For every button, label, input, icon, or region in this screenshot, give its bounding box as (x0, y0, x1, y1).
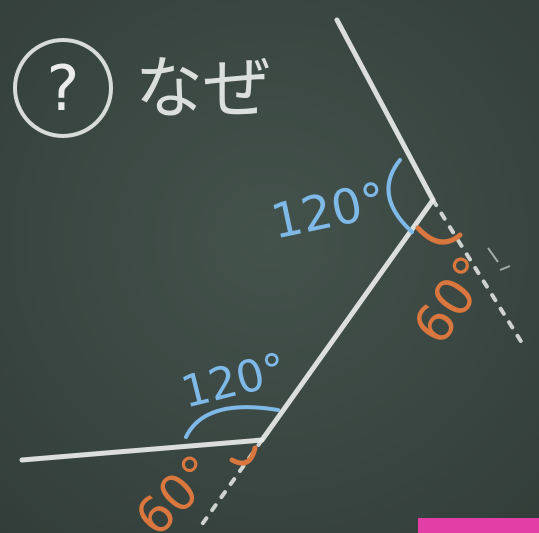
pink-object (418, 518, 539, 533)
top-segment (334, 17, 436, 203)
chalk-tick-marks (487, 247, 511, 271)
question-circle (13, 38, 113, 138)
lower-120-arc (184, 405, 280, 439)
upper-120-arc (386, 158, 414, 234)
chalk-lines (19, 17, 436, 463)
upper-60-arc (415, 225, 463, 245)
middle-segment (259, 197, 436, 443)
bottom-segment (19, 437, 265, 463)
blue-arcs (184, 158, 414, 439)
orange-arcs (229, 225, 463, 466)
upper-extension (431, 198, 524, 345)
heading-naze: なぜ (135, 50, 271, 129)
lower-60-arc (229, 445, 258, 466)
question-mark: ? (47, 52, 80, 125)
